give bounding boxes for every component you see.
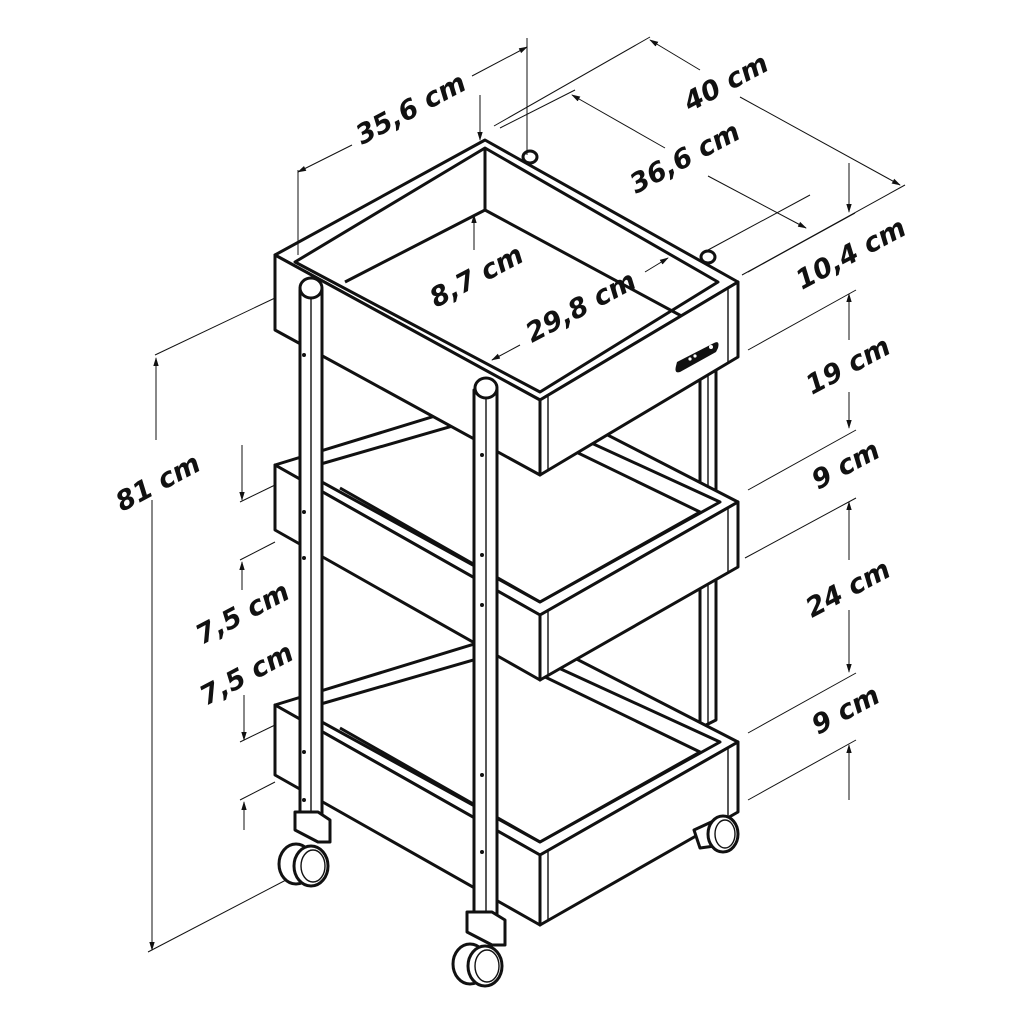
bottom-tray (273, 628, 740, 927)
label-bottom-tray-height: 9 cm (807, 680, 885, 741)
label-gap-middle-bottom: 24 cm (801, 554, 896, 624)
caster-wheel-front-left (277, 842, 330, 888)
dimension-lines (147, 36, 906, 953)
label-top-tray-height: 10,4 cm (791, 212, 912, 296)
caster-wheel-rear-right (692, 814, 740, 854)
caster-wheel-front-right (451, 942, 504, 988)
front-left-post (293, 276, 332, 844)
rear-post-cap (521, 149, 539, 165)
middle-tray (273, 388, 740, 682)
top-tray (273, 138, 740, 477)
label-gap-top-middle: 19 cm (801, 331, 896, 401)
label-total-height: 81 cm (111, 448, 206, 518)
front-right-post (465, 376, 507, 947)
label-inner-depth: 36,6 cm (625, 116, 746, 200)
label-top-width: 35,6 cm (351, 67, 472, 151)
label-middle-tray-height: 9 cm (807, 435, 885, 496)
handle (675, 342, 719, 373)
caster-wheels (277, 814, 740, 988)
